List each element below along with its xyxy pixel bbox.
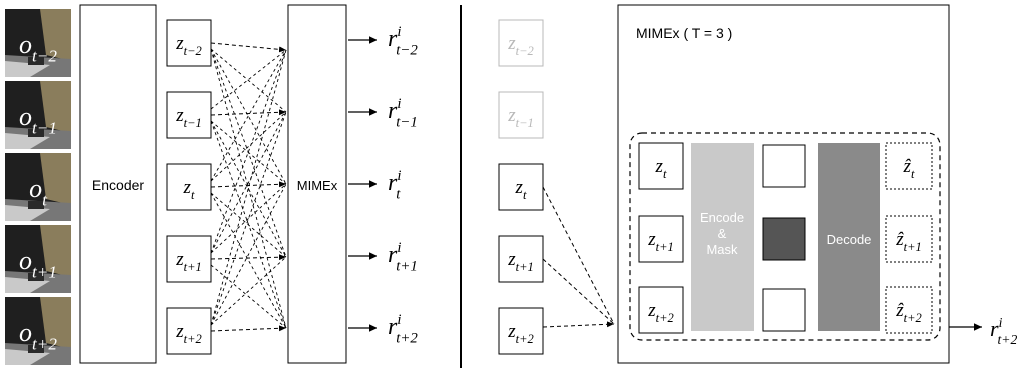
latent-box xyxy=(166,235,212,283)
latent-label: zt+1 xyxy=(175,249,202,274)
decode-block xyxy=(818,143,880,331)
input-label: zt+2 xyxy=(507,321,534,346)
observation-column: ot−2 ot−1 ot ot+1 ot+2 xyxy=(5,9,71,365)
cross-connection xyxy=(210,111,287,254)
observation-label: ot−1 xyxy=(19,102,57,137)
reconstructed-token-column: ẑt ẑt+1 ẑt+2 xyxy=(885,142,933,334)
window-connection xyxy=(542,258,615,325)
window-token-box xyxy=(638,286,684,334)
observation-frame: ot+1 xyxy=(5,225,71,293)
direct-connection xyxy=(210,42,287,53)
window-connection xyxy=(542,321,615,328)
observation-label: ot+2 xyxy=(19,318,57,353)
latent-label: zt+2 xyxy=(175,321,202,346)
input-label: zt xyxy=(515,177,527,202)
observation-frame: ot+2 xyxy=(5,297,71,365)
decode-label: Decode xyxy=(827,232,872,247)
faded-input-box xyxy=(498,19,544,67)
mimex-label: MIMEx xyxy=(297,178,338,193)
dashed-connections xyxy=(210,42,287,332)
input-box xyxy=(498,307,544,355)
cross-connection xyxy=(210,120,287,258)
reconstructed-box xyxy=(885,286,933,334)
cross-connection xyxy=(210,183,287,326)
visible-token xyxy=(762,288,806,332)
faded-input-box xyxy=(498,91,544,139)
cross-connection xyxy=(210,49,287,182)
masked-token-column xyxy=(762,144,806,332)
cross-connection xyxy=(210,111,287,182)
sliding-window-box xyxy=(629,132,941,341)
visible-token xyxy=(762,144,806,188)
cross-connection xyxy=(210,183,287,254)
latent-label: zt−1 xyxy=(175,105,202,130)
observation-frame: ot−1 xyxy=(5,81,71,149)
reconstructed-label: ẑt+2 xyxy=(895,300,922,325)
input-label: zt+1 xyxy=(507,249,534,274)
direct-connection xyxy=(210,325,287,332)
reconstructed-label: ẑt+1 xyxy=(895,229,922,254)
cross-connection xyxy=(210,256,287,326)
faded-input-label: zt−1 xyxy=(507,105,534,130)
reconstructed-box xyxy=(885,142,933,190)
observation-label: ot xyxy=(29,174,48,209)
cross-connection xyxy=(210,111,287,326)
observation-label: ot+1 xyxy=(19,246,57,281)
window-token-box xyxy=(638,215,684,263)
latent-box xyxy=(166,307,212,355)
observation-label: ot−2 xyxy=(19,30,57,65)
cross-connection xyxy=(210,120,287,185)
reconstructed-label: ẑt xyxy=(903,156,915,181)
latent-column: zt−2 zt−1 zt zt+1 zt+2 xyxy=(166,19,212,355)
encoder-label: Encoder xyxy=(92,177,144,193)
encode-mask-label: Encode&Mask xyxy=(700,210,744,257)
direct-connection xyxy=(210,181,287,188)
direct-connection xyxy=(210,109,287,116)
window-token-label: zt xyxy=(655,156,667,181)
reward-arrows xyxy=(348,36,377,332)
cross-connection xyxy=(210,49,287,254)
window-connection xyxy=(542,186,615,325)
right-input-column: zt−2 zt−1 zt zt+1 zt+2 xyxy=(498,19,544,355)
cross-connection xyxy=(210,48,287,113)
input-box xyxy=(498,163,544,211)
direct-connection xyxy=(210,254,287,261)
latent-box xyxy=(166,91,212,139)
encoder-block xyxy=(79,4,157,364)
latent-box xyxy=(166,19,212,67)
window-token-label: zt+2 xyxy=(647,300,674,325)
mimex-block xyxy=(287,4,347,364)
cross-connection xyxy=(210,264,287,329)
encode-mask-block xyxy=(691,143,754,331)
window-token-label: zt+1 xyxy=(647,229,674,254)
mimex-detail-title: MIMEx ( T = 3 ) xyxy=(636,25,732,41)
input-box xyxy=(498,235,544,283)
window-token-column: zt zt+1 zt+2 xyxy=(638,142,684,334)
window-token-box xyxy=(638,142,684,190)
observation-frame: ot−2 xyxy=(5,9,71,77)
cross-connection xyxy=(210,49,287,110)
cross-connection xyxy=(210,192,287,329)
right-dashed-connections xyxy=(542,186,615,328)
latent-label: zt−2 xyxy=(175,33,202,58)
reconstructed-box xyxy=(885,215,933,263)
observation-frame: ot xyxy=(5,153,71,221)
latent-box xyxy=(166,163,212,211)
cross-connection xyxy=(210,48,287,329)
cross-connection xyxy=(210,48,287,185)
masked-token xyxy=(762,217,806,261)
latent-label: zt xyxy=(183,177,195,202)
faded-input-label: zt−2 xyxy=(507,33,534,58)
cross-connection xyxy=(210,192,287,258)
